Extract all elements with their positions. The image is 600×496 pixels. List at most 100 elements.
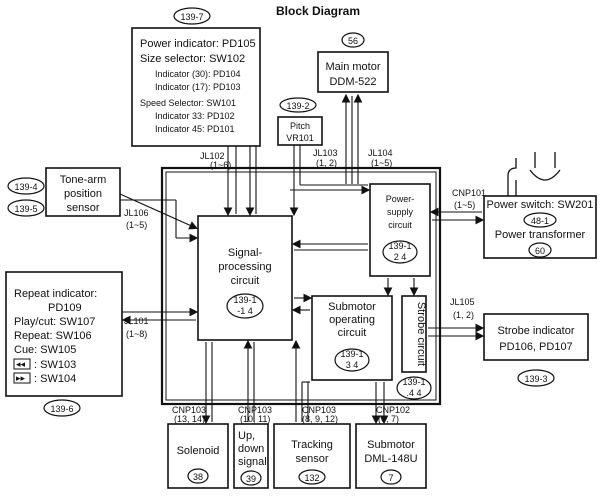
- indicator-panel-block: 139-7 Power indicator: PD105 Size select…: [131, 7, 261, 147]
- solenoid-label: Solenoid: [177, 445, 220, 457]
- cnp101-pins: (1~5): [454, 200, 475, 210]
- power-switch-block: Power switch: SW201 48-1 Power transform…: [483, 152, 597, 259]
- main-motor-block: 56 Main motor DDM-522: [317, 32, 389, 93]
- jl104-pins: (1~5): [371, 158, 392, 168]
- updown-signal-block: Up, down signal 39: [233, 423, 269, 489]
- strobe-indicator-block: Strobe indicator PD106, PD107 139-3: [483, 313, 589, 387]
- pitch-block: 139-2 Pitch VR101: [277, 97, 323, 146]
- cnp101-label: CNP101: [452, 188, 486, 198]
- main-motor-label: Main motor: [325, 61, 380, 73]
- updown-line-2: down: [238, 443, 264, 455]
- jl103-label: JL103: [313, 148, 338, 158]
- indicator-panel-ref: 139-7: [180, 12, 203, 22]
- main-motor-ref: 56: [348, 36, 358, 46]
- power-supply-block: Power- supply circuit 139-1 2 4: [369, 183, 431, 277]
- tonearm-line-3: sensor: [66, 202, 99, 214]
- repeat-line-4: Repeat: SW106: [14, 330, 92, 342]
- updown-ref: 39: [246, 474, 256, 484]
- submotor-op-line-2: operating: [329, 314, 375, 326]
- strobe-indicator-ref: 139-3: [524, 374, 547, 384]
- repeat-ref: 139-6: [50, 404, 73, 414]
- signal-line-3: circuit: [231, 275, 260, 287]
- ac-plug-icon: [507, 152, 561, 196]
- svg-text:▸▸: ▸▸: [16, 373, 26, 383]
- jl104-label: JL104: [368, 148, 393, 158]
- fastforward-icon: [13, 372, 31, 384]
- main-board-frame: [160, 166, 442, 406]
- pitch-label: Pitch: [290, 121, 310, 131]
- submotor-block: Submotor DML-148U 7: [355, 423, 427, 489]
- cnp103a-label: CNP103: [172, 405, 206, 415]
- cnp102-label: CNP102: [376, 405, 410, 415]
- indicator-line-5: Speed Selector: SW101: [140, 98, 236, 108]
- pitch-ref: 139-2: [286, 101, 309, 111]
- svg-text:2 4: 2 4: [394, 252, 407, 262]
- cnp103c-label: CNP103: [302, 405, 336, 415]
- repeat-line-3: Play/cut: SW107: [14, 316, 95, 328]
- signal-processing-block: Signal- processing circuit 139-1 -1 4: [197, 215, 293, 341]
- tonearm-ref-2: 139-5: [14, 204, 37, 214]
- tracking-ref: 132: [304, 473, 319, 483]
- submotor-op-line-1: Submotor: [328, 301, 376, 313]
- indicator-line-1: Power indicator: PD105: [140, 38, 256, 50]
- svg-text:139-1: 139-1: [388, 241, 411, 251]
- tracking-line-1: Tracking: [291, 439, 333, 451]
- pitch-vr: VR101: [286, 133, 314, 143]
- solenoid-ref: 38: [193, 472, 203, 482]
- cnp103a-pins: (13, 14): [174, 414, 205, 424]
- repeat-line-1: Repeat indicator:: [14, 288, 97, 300]
- jl106-label: JL106: [124, 208, 149, 218]
- diagram-title: Block Diagram: [276, 4, 360, 18]
- submotor-op-line-3: circuit: [338, 327, 367, 339]
- indicator-line-4: Indicator (17): PD103: [155, 82, 241, 92]
- power-switch-label: Power switch: SW201: [487, 199, 594, 211]
- tonearm-ref-1: 139-4: [14, 182, 37, 192]
- jl102-pins: (1~6): [210, 160, 231, 170]
- signal-line-1: Signal-: [228, 247, 263, 259]
- jl102-label: JL102: [200, 151, 225, 161]
- rewind-icon: [13, 358, 31, 370]
- connector-labels: JL102 (1~6) JL103 (1, 2) JL104 (1~5) JL1…: [124, 148, 486, 424]
- tonearm-line-2: position: [64, 188, 102, 200]
- jl101-label: JL101: [124, 316, 149, 326]
- indicator-line-3: Indicator (30): PD104: [155, 69, 241, 79]
- indicator-line-7: Indicator 45: PD101: [155, 124, 235, 134]
- svg-text:139-1: 139-1: [233, 295, 256, 305]
- svg-text:3 4: 3 4: [346, 360, 359, 370]
- cnp102-pins: (6, 7): [378, 414, 399, 424]
- cnp103b-label: CNP103: [238, 405, 272, 415]
- jl101-pins: (1~8): [126, 329, 147, 339]
- repeat-line-2: PD109: [48, 302, 82, 314]
- power-transformer-label: Power transformer: [495, 229, 586, 241]
- tonearm-block: 139-4 139-5 Tone-arm position sensor: [7, 167, 121, 217]
- indicator-line-6: Indicator 33: PD102: [155, 111, 235, 121]
- cnp103c-pins: (8, 9, 12): [302, 414, 338, 424]
- signal-paths: [119, 93, 485, 425]
- repeat-line-6: : SW103: [34, 359, 76, 371]
- svg-text:139-1: 139-1: [340, 349, 363, 359]
- tracking-sensor-block: Tracking sensor 132: [273, 423, 351, 489]
- submotor-operating-block: Submotor operating circuit 139-1 3 4: [311, 295, 393, 381]
- strobe-circuit-block: Strobe circuit 139-1 .4 4: [396, 295, 432, 400]
- updown-line-3: signal: [238, 456, 267, 468]
- submotor-line-1: Submotor: [367, 439, 415, 451]
- cnp103b-pins: (10, 11): [240, 414, 270, 424]
- power-supply-line-1: Power-: [386, 194, 415, 204]
- solenoid-block: Solenoid 38: [167, 423, 229, 489]
- power-supply-line-3: circuit: [388, 220, 412, 230]
- strobe-circuit-label: Strobe circuit: [415, 302, 427, 366]
- svg-text:139-1: 139-1: [402, 377, 425, 387]
- power-supply-line-2: supply: [387, 207, 414, 217]
- repeat-line-7: : SW104: [34, 373, 76, 385]
- tonearm-line-1: Tone-arm: [60, 174, 106, 186]
- jl105-label: JL105: [450, 297, 475, 307]
- submotor-line-2: DML-148U: [364, 453, 417, 465]
- strobe-indicator-label: Strobe indicator: [497, 325, 574, 337]
- main-motor-model: DDM-522: [329, 76, 376, 88]
- jl106-pins: (1~5): [126, 220, 147, 230]
- svg-text:.4 4: .4 4: [406, 388, 421, 398]
- jl105-pins: (1, 2): [453, 310, 474, 320]
- repeat-block: Repeat indicator: PD109 Play/cut: SW107 …: [5, 271, 123, 417]
- repeat-line-5: Cue: SW105: [14, 344, 76, 356]
